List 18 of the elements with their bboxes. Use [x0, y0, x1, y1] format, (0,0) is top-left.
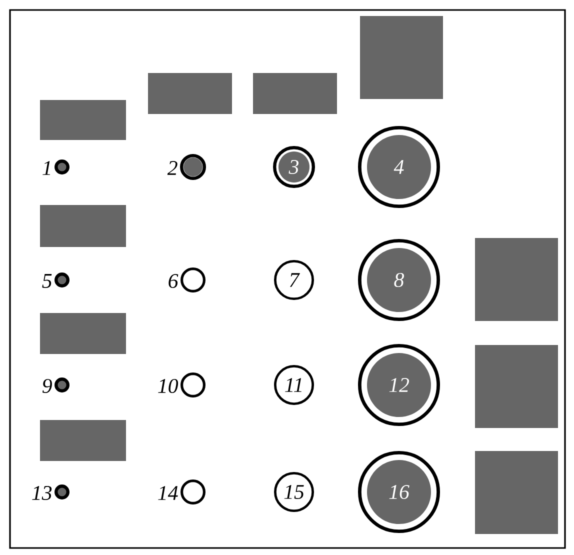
filled-block	[360, 16, 443, 99]
filled-block	[475, 238, 558, 321]
filled-block	[40, 420, 126, 461]
filled-block	[40, 100, 126, 140]
filled-block	[253, 73, 337, 114]
number-label: 10	[158, 378, 178, 394]
number-label: 2	[167, 161, 178, 175]
filled-block	[148, 73, 232, 114]
number-label: 5	[42, 274, 52, 288]
filled-block	[40, 205, 126, 247]
number-label: 14	[158, 486, 178, 500]
filled-block	[475, 345, 558, 428]
number-label: 6	[168, 274, 178, 288]
filled-block	[40, 313, 126, 354]
number-label: 9	[42, 378, 52, 394]
filled-block	[475, 451, 558, 534]
number-label: 13	[32, 486, 52, 500]
number-label: 1	[42, 161, 50, 175]
